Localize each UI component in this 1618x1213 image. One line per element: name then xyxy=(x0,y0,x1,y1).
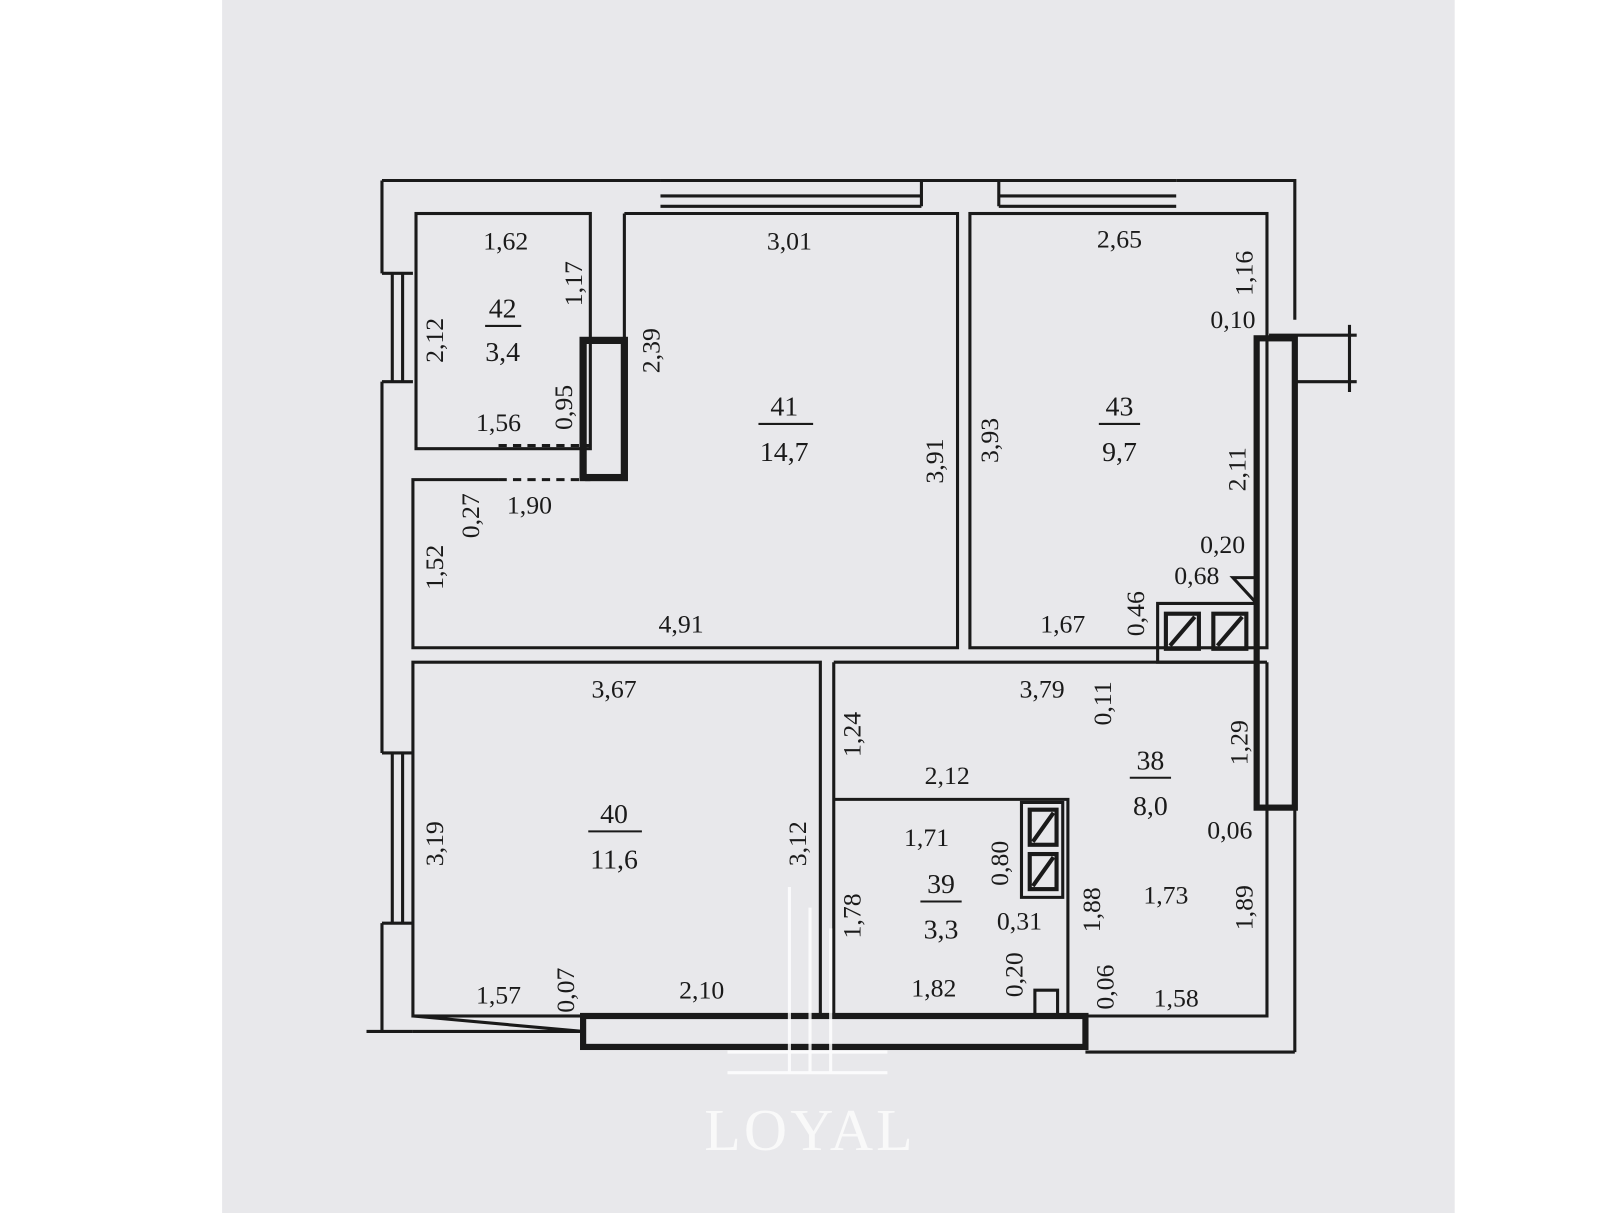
dimension: 4,91 xyxy=(659,609,704,638)
horizontal-dimensions: 1,62 3,01 2,65 0,10 1,56 1,90 4,91 1,67 … xyxy=(476,225,1255,1013)
dimension: 1,58 xyxy=(1154,984,1199,1013)
dimension: 0,06 xyxy=(1207,816,1252,845)
dimension: 0,06 xyxy=(1090,964,1119,1009)
room-number: 39 xyxy=(927,869,955,900)
dimension: 3,19 xyxy=(420,821,449,866)
dimension: 0,31 xyxy=(997,906,1042,935)
dimension: 2,65 xyxy=(1097,225,1142,254)
room-42-outline xyxy=(414,211,592,451)
room-labels: 42 3,4 41 14,7 43 9,7 40 11,6 39 3,3 38 … xyxy=(485,294,1172,946)
dimension: 0,68 xyxy=(1174,561,1219,590)
vertical-dimensions: 1,17 2,12 0,95 2,39 3,91 3,93 1,16 2,11 … xyxy=(420,251,1259,1013)
dimension: 1,17 xyxy=(559,261,588,306)
dimension: 3,67 xyxy=(592,674,637,703)
room-area: 8,0 xyxy=(1133,791,1168,822)
room-area: 3,3 xyxy=(924,915,959,946)
dimension: 1,90 xyxy=(507,491,552,520)
dimension: 0,27 xyxy=(456,493,485,538)
dimension: 3,01 xyxy=(767,227,812,256)
watermark-logo: LOYAL xyxy=(704,887,916,1163)
dimension: 2,39 xyxy=(636,328,665,373)
watermark-text: LOYAL xyxy=(704,1097,916,1163)
vent-icons xyxy=(1027,611,1249,892)
dimension: 1,62 xyxy=(483,227,528,256)
dimension: 1,57 xyxy=(476,981,521,1010)
dimension: 1,73 xyxy=(1143,881,1188,910)
dimension: 0,07 xyxy=(551,968,580,1013)
room-number: 42 xyxy=(489,294,517,325)
dimension: 1,88 xyxy=(1077,887,1106,932)
column xyxy=(579,336,628,482)
left-windows xyxy=(381,271,413,925)
dimension: 3,79 xyxy=(1020,674,1065,703)
dimension: 0,95 xyxy=(549,385,578,430)
room-43-outline xyxy=(968,211,1269,650)
dimension: 0,20 xyxy=(1200,530,1245,559)
dimension: 0,46 xyxy=(1121,591,1150,636)
dimension: 3,12 xyxy=(783,821,812,866)
duct-39 xyxy=(1019,800,1065,899)
dimension: 2,12 xyxy=(925,761,970,790)
dimension: 1,71 xyxy=(904,823,949,852)
dimension: 3,93 xyxy=(975,418,1004,463)
walls xyxy=(366,178,1357,1054)
dimension: 2,11 xyxy=(1222,447,1251,491)
room-area: 14,7 xyxy=(760,437,809,468)
top-windows xyxy=(660,178,1177,208)
dimension: 1,67 xyxy=(1040,609,1085,638)
room-38-outline xyxy=(832,660,1269,1018)
dimension: 0,80 xyxy=(985,841,1014,886)
balcony-wall xyxy=(580,1012,1089,1051)
dimension: 1,82 xyxy=(911,973,956,1002)
room-number: 38 xyxy=(1137,745,1165,776)
dimension: 0,11 xyxy=(1088,681,1117,725)
dimension: 2,12 xyxy=(420,318,449,363)
right-column xyxy=(1253,335,1298,811)
dimension: 1,16 xyxy=(1230,251,1259,296)
room-number: 43 xyxy=(1106,392,1134,423)
dimension: 0,20 xyxy=(1000,952,1029,997)
dimension: 3,91 xyxy=(920,439,949,484)
dimension: 1,24 xyxy=(838,712,867,757)
dimension: 1,52 xyxy=(420,545,449,590)
room-area: 3,4 xyxy=(485,337,520,368)
opening-dashed xyxy=(498,444,591,482)
dimension: 1,89 xyxy=(1230,885,1259,930)
room-area: 9,7 xyxy=(1102,437,1137,468)
room-number: 40 xyxy=(600,799,628,830)
dimension: 0,10 xyxy=(1210,305,1255,334)
room-41-outline xyxy=(411,211,960,650)
room-number: 41 xyxy=(770,392,798,423)
bottom-wall xyxy=(412,1014,584,1034)
dimension: 1,78 xyxy=(838,893,867,938)
dimension: 1,56 xyxy=(476,408,521,437)
room-area: 11,6 xyxy=(590,844,638,875)
paper-background xyxy=(222,0,1455,1213)
dimension: 2,10 xyxy=(679,975,724,1004)
dimension: 1,29 xyxy=(1224,720,1253,765)
